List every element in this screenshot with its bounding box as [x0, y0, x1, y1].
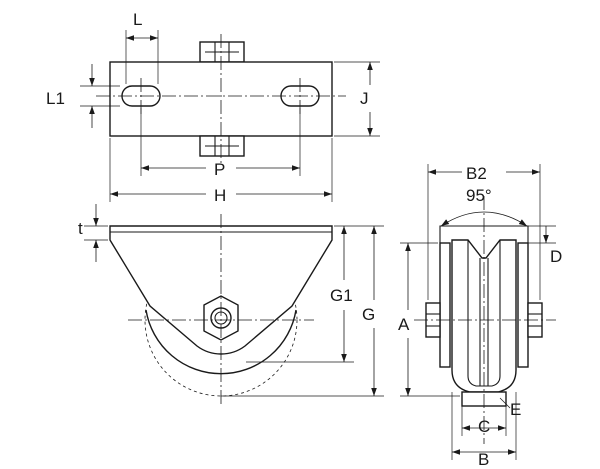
label-G: G	[362, 305, 375, 324]
side-view	[84, 204, 384, 406]
wheel-hidden-outline	[144, 243, 298, 397]
bracket-arm-left	[439, 242, 451, 368]
label-P: P	[214, 160, 225, 179]
label-D: D	[550, 247, 562, 266]
label-J: J	[360, 89, 369, 108]
top-view	[80, 30, 380, 202]
label-E: E	[510, 400, 521, 419]
label-L: L	[133, 10, 142, 29]
label-C: C	[478, 417, 490, 436]
label-L1: L1	[46, 89, 65, 108]
label-G1: G1	[330, 286, 353, 305]
label-t: t	[78, 219, 83, 238]
label-A: A	[398, 315, 410, 334]
label-angle: 95°	[466, 186, 492, 205]
bracket-arm-right	[517, 242, 529, 368]
label-B: B	[478, 450, 489, 469]
front-view	[400, 164, 556, 460]
label-B2: B2	[466, 164, 487, 183]
label-H: H	[214, 186, 226, 205]
